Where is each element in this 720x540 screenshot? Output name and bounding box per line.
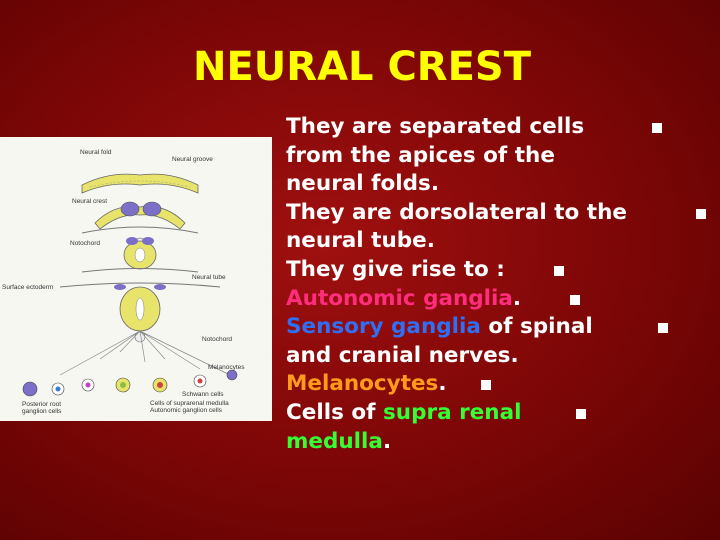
bullet-text-block: They are separated cells from the apices… (286, 113, 716, 456)
label-cells-suprarenal: Cells of suprarenal medulla (150, 400, 229, 407)
label-neural-groove: Neural groove (172, 156, 213, 163)
label-posterior-root: Posterior root (22, 401, 61, 408)
bullet-square-icon (652, 123, 662, 133)
text-line-6: They give rise to : (286, 256, 716, 285)
label-neural-fold: Neural fold (80, 149, 112, 156)
label-autonomic-ganglion: Autonomic ganglion cells (150, 407, 223, 414)
text-line-8: Sensory ganglia of spinal (286, 313, 716, 342)
text-line-11: Cells of supra renal (286, 399, 716, 428)
text-line-12: medulla. (286, 428, 392, 454)
label-neural-crest: Neural crest (72, 198, 107, 205)
text-line-1: They are separated cells (286, 113, 716, 142)
text-line-5: neural tube. (286, 228, 435, 254)
bullet-square-icon (481, 380, 491, 391)
bullet-square-icon (576, 408, 586, 419)
stage-neural-fold (81, 173, 199, 194)
label-surface-ectoderm: Surface ectoderm (2, 284, 53, 291)
label-notochord-1: Notochord (70, 240, 100, 247)
bullet-square-icon (658, 323, 668, 334)
text-line-7: Autonomic ganglia. (286, 285, 716, 314)
bullet-square-icon (554, 265, 564, 276)
slide-title: NEURAL CREST (193, 44, 532, 90)
text-line-4: They are dorsolateral to the (286, 199, 716, 228)
stage-neural-tube-2 (59, 282, 231, 376)
text-line-2: from the apices of the (286, 142, 555, 168)
text-line-3: neural folds. (286, 171, 440, 197)
bullet-square-icon (696, 208, 706, 219)
label-ganglion-cells: ganglion cells (22, 408, 62, 415)
stage-neural-tube-1 (81, 237, 199, 273)
derived-cells (22, 369, 238, 397)
label-schwann-cells: Schwann cells (182, 391, 224, 398)
label-notochord-2: Notochord (202, 336, 232, 343)
text-line-9: and cranial nerves. (286, 342, 519, 368)
neural-crest-diagram: Neural fold Neural groove Neural crest N… (0, 137, 272, 421)
label-melanocytes: Melanocytes (208, 364, 245, 371)
label-neural-tube: Neural tube (192, 274, 226, 281)
bullet-square-icon (570, 294, 580, 305)
text-line-10: Melanocytes. (286, 370, 716, 399)
